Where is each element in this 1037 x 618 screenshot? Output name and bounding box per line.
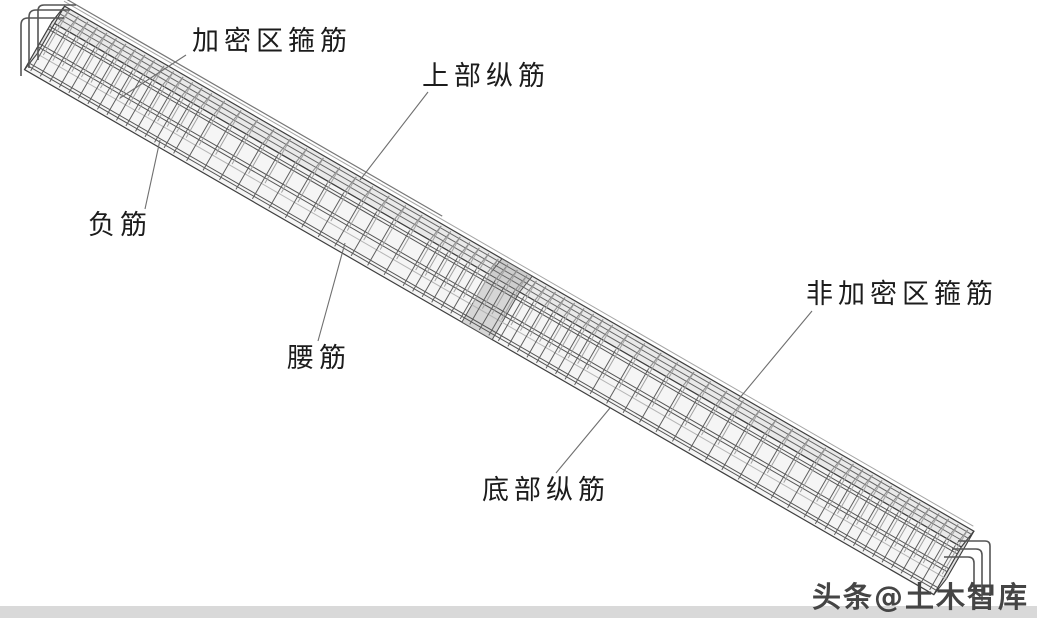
leader-line-densified-stirrups	[119, 54, 187, 99]
leader-line-negative-bars	[144, 139, 161, 210]
side-longitudinal-bars	[26, 25, 960, 591]
leader-line-top-longitudinal	[359, 91, 429, 181]
label-densified-zone-stirrups: 加密区箍筋	[192, 26, 352, 56]
footer-strip	[0, 606, 1037, 618]
stirrups	[30, 10, 969, 591]
watermark: 头条@土木智库	[811, 580, 1029, 614]
hook-bars-left	[20, 4, 76, 76]
label-bottom-longitudinal-bars: 底部纵筋	[482, 475, 610, 505]
label-non-densified-zone-stirrups: 非加密区箍筋	[806, 279, 998, 309]
leader-lines	[119, 54, 813, 474]
leader-line-waist-bars	[317, 242, 346, 342]
negative-bars	[61, 0, 974, 527]
hook-bars-right	[944, 540, 991, 606]
beam-body	[23, 0, 975, 596]
label-top-longitudinal-bars: 上部纵筋	[422, 61, 550, 91]
leader-line-non-densified-stirrups	[737, 310, 813, 401]
beam-far-bottom-edge	[36, 53, 947, 580]
leader-line-bottom-longitudinal	[555, 407, 611, 474]
label-negative-bars: 负筋	[88, 210, 152, 240]
label-waist-bars: 腰筋	[287, 343, 351, 373]
